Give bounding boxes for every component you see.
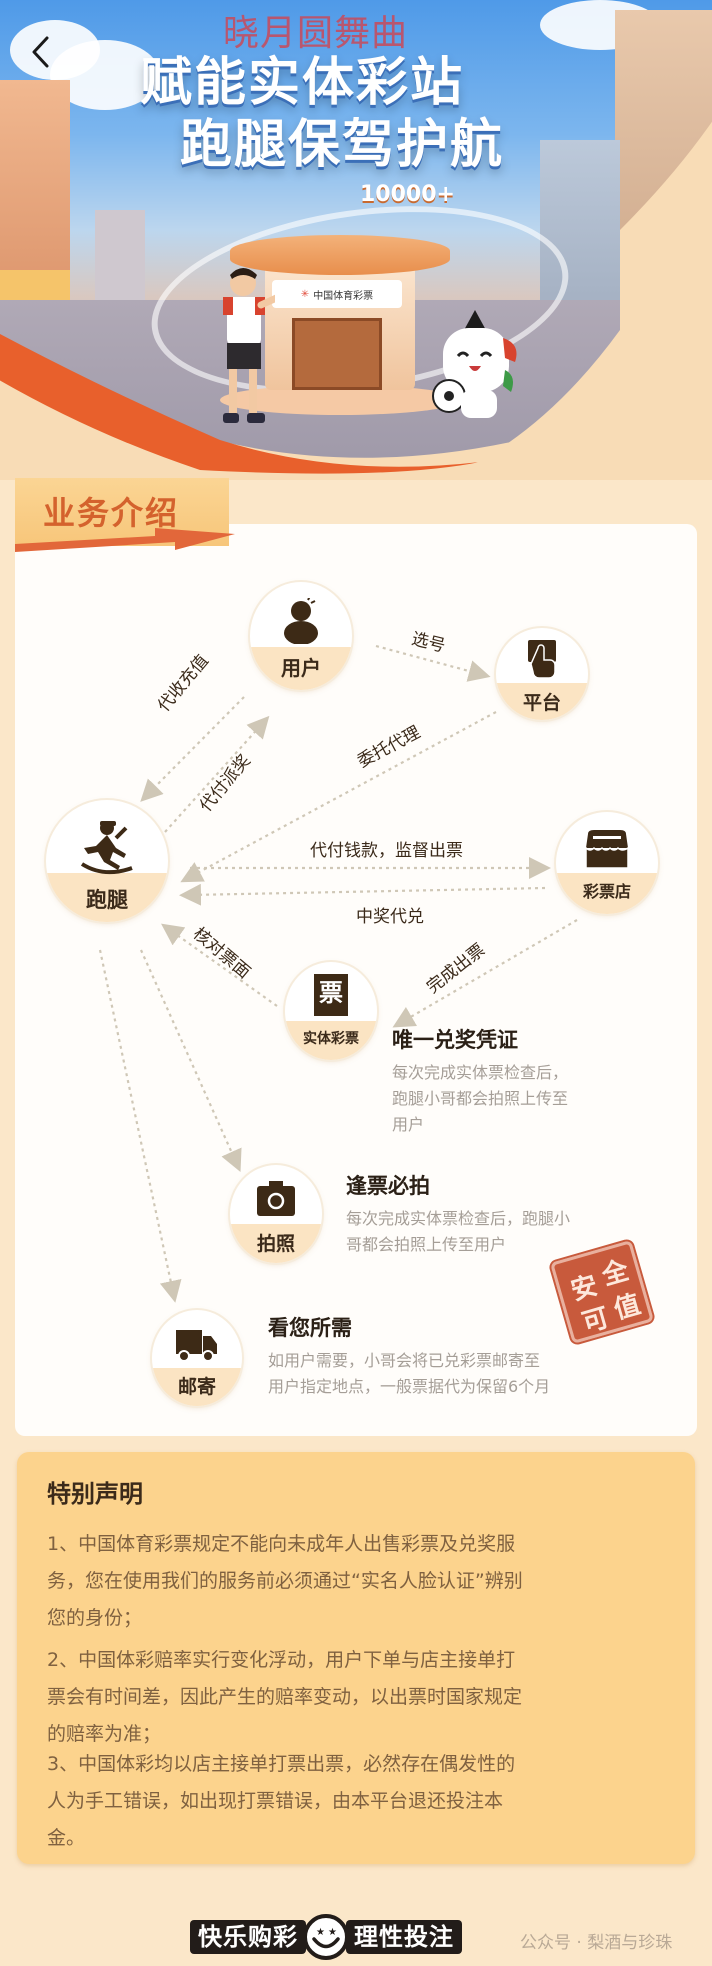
tap-hand-icon bbox=[528, 640, 556, 679]
source-credit: 公众号 · 梨酒与珍珠 bbox=[520, 1933, 673, 1953]
node-shop: 彩票店 bbox=[556, 812, 658, 914]
store-count-badge: 10000+ bbox=[360, 182, 455, 207]
mail-desc-title: 看您所需 bbox=[268, 1316, 352, 1340]
slogan-right: 理性投注 bbox=[346, 1920, 462, 1954]
chevron-left-icon bbox=[32, 36, 49, 68]
hero-title: 赋能实体彩站 跑腿保驾护航 bbox=[140, 53, 505, 175]
slogan-left: 快乐购彩 bbox=[190, 1920, 306, 1954]
smiley-star-eyes-icon: ★ ★ bbox=[303, 1914, 349, 1960]
photo-desc-title: 逢票必拍 bbox=[346, 1174, 430, 1198]
camera-icon bbox=[257, 1181, 295, 1216]
slogan-banner: 快乐购彩 ★ ★ 理性投注 bbox=[190, 1914, 462, 1960]
ticket-icon: 票 bbox=[314, 974, 348, 1016]
notice-item: 3、中国体彩均以店主接单打票出票，必然存在偶发性的 人为手工错误，如出现打票错误… bbox=[47, 1753, 516, 1849]
ticket-desc-text: 每次完成实体票检查后， 跑腿小哥都会拍照上传至 用户 bbox=[392, 1063, 569, 1134]
svg-text:★: ★ bbox=[328, 1927, 337, 1938]
storefront-icon bbox=[585, 830, 629, 869]
runner-icon bbox=[80, 821, 133, 875]
svg-text:★: ★ bbox=[316, 1927, 325, 1938]
notice-title: 特别声明 bbox=[47, 1480, 143, 1508]
mail-desc-text: 如用户需要，小哥会将已兑彩票邮寄至 用户指定地点，一般票据代为保留6个月 bbox=[268, 1351, 551, 1396]
edge-label-pay-supervise: 代付钱款，监督出票 bbox=[310, 841, 463, 861]
player-illustration bbox=[223, 268, 275, 423]
hero-banner: ✳ 中国体育彩票 10000+ 晓月圆舞曲 bbox=[0, 0, 712, 480]
edge-label-redeem-prize: 中奖代兑 bbox=[356, 907, 424, 927]
node-platform: 平台 bbox=[496, 628, 588, 720]
notice-item: 2、中国体彩赔率实行变化浮动，用户下单与店主接单打 票会有时间差，因此产生的赔率… bbox=[47, 1649, 523, 1745]
lottery-kiosk-illustration: ✳ 中国体育彩票 bbox=[220, 200, 460, 420]
truck-icon bbox=[176, 1330, 217, 1362]
section-title: 业务介绍 bbox=[43, 494, 180, 532]
back-button[interactable] bbox=[22, 32, 58, 72]
ticket-desc-title: 唯一兑奖凭证 bbox=[392, 1028, 518, 1052]
node-runner: 跑腿 bbox=[46, 800, 168, 922]
mascot-illustration bbox=[432, 310, 517, 418]
watermark-text: 晓月圆舞曲 bbox=[223, 13, 409, 54]
lottery-logo-icon: ✳ bbox=[300, 288, 310, 300]
photo-desc-text: 每次完成实体票检查后，跑腿小 哥都会拍照上传至用户 bbox=[346, 1209, 571, 1254]
node-photo: 拍照 bbox=[230, 1165, 322, 1263]
tab-ribbon-decoration bbox=[15, 528, 235, 552]
notice-item: 1、中国体育彩票规定不能向未成年人出售彩票及兑奖服 务，您在使用我们的服务前必须… bbox=[47, 1533, 523, 1629]
hero-swoosh-decoration bbox=[0, 121, 712, 480]
section-title-tab: 业务介绍 bbox=[15, 478, 235, 552]
person-icon bbox=[284, 598, 318, 644]
node-ticket: 票 实体彩票 bbox=[285, 962, 377, 1060]
kiosk-sign: ✳ 中国体育彩票 bbox=[272, 280, 402, 308]
node-user: 用户 bbox=[250, 582, 352, 690]
special-notice-box: 特别声明 1、中国体育彩票规定不能向未成年人出售彩票及兑奖服 务，您在使用我们的… bbox=[17, 1452, 695, 1864]
flow-arrows bbox=[98, 644, 578, 1303]
building-mid bbox=[540, 140, 620, 310]
node-mail: 邮寄 bbox=[152, 1310, 242, 1406]
